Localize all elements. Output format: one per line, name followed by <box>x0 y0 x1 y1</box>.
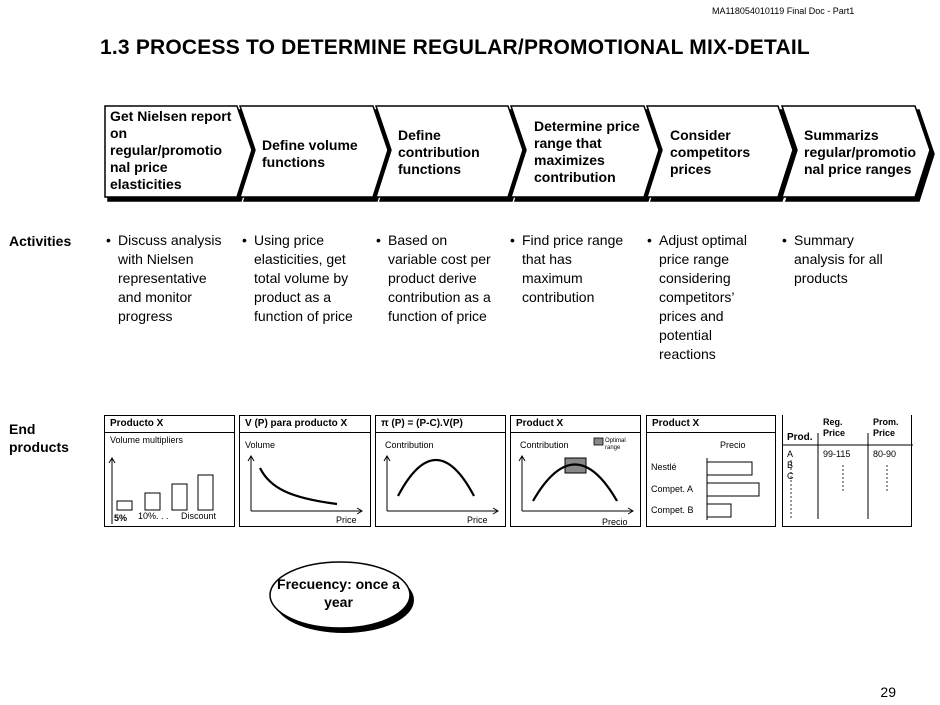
label-5-percent: 5% <box>114 513 128 523</box>
x-axis-label: Price <box>467 515 488 525</box>
competitor-bar-sketch <box>706 458 760 520</box>
chevron-step-6 <box>780 105 931 198</box>
bullet-icon: • <box>242 232 247 248</box>
row-label-compet-a: Compet. A <box>651 484 694 494</box>
volume-curve-sketch <box>247 455 363 515</box>
page-number: 29 <box>880 684 896 700</box>
volume-curve <box>259 467 338 506</box>
page-title: 1.3 PROCESS TO DETERMINE REGULAR/PROMOTI… <box>100 36 810 59</box>
bar-compet-b <box>706 503 732 518</box>
step-1-label: Get Nielsen report on regular/promotio n… <box>110 108 232 192</box>
document-id: MA118054010119 Final Doc - Part1 <box>712 6 855 16</box>
label-10-percent: 10%. . . <box>138 511 169 521</box>
bar-compet-a <box>706 482 760 497</box>
panel-title: V (P) para producto X <box>245 418 348 429</box>
chevron-step-5 <box>645 105 794 198</box>
end-product-volume-multipliers: Producto X Volume multipliers 5% 10%. . … <box>104 415 235 527</box>
process-chevrons <box>104 105 935 202</box>
row-label-a: A <box>787 449 794 459</box>
bar-2 <box>144 492 161 511</box>
bar-4 <box>197 474 214 511</box>
label-discount: Discount <box>181 511 217 521</box>
optimal-range-sketch <box>518 437 634 515</box>
row-label-c: C <box>787 471 794 481</box>
legend-swatch <box>593 437 604 446</box>
activity-2: •Using price elasticities, get total vol… <box>242 232 353 324</box>
end-product-price-summary-table: Prod. Reg. Price Prom. Price A B C 99-11… <box>782 415 913 527</box>
panel-title: Producto X <box>110 418 164 429</box>
activity-6: •Summary analysis for all products <box>782 232 883 286</box>
bar-sketch <box>108 457 214 524</box>
bullet-icon: • <box>647 232 652 248</box>
panel-title: π (P) = (P-C).V(P) <box>381 418 463 429</box>
column-header-reg-price: Reg. Price <box>823 417 846 438</box>
chevron-step-4 <box>509 105 660 198</box>
activity-3: •Based on variable cost per product deri… <box>376 232 491 324</box>
summary-table-lines <box>783 433 913 519</box>
activity-4: •Find price range that has maximum contr… <box>510 232 624 305</box>
axis-label: Precio <box>720 440 746 450</box>
y-axis-label: Volume <box>245 440 276 450</box>
end-product-competitor-prices: Product X Precio Nestlé Compet. A Compet… <box>646 415 776 527</box>
chevron-step-2 <box>238 105 389 198</box>
step-6-label: Summarizs regular/promotio nal price ran… <box>804 127 917 177</box>
step-5-label: Consider competitors prices <box>670 127 751 177</box>
frequency-oval <box>269 561 414 633</box>
bullet-icon: • <box>510 232 515 248</box>
panel-subtitle: Volume multipliers <box>110 435 184 445</box>
column-header-prom-price: Prom. Price <box>873 417 899 438</box>
step-4-label: Determine price range that maximizes con… <box>534 118 640 185</box>
row-label-b: B <box>787 460 794 470</box>
chevron-step-1 <box>104 105 253 198</box>
bar-nestle <box>706 461 753 476</box>
y-axis-label: Contribution <box>385 440 434 450</box>
panel-title: Product X <box>516 418 564 429</box>
column-header-prod: Prod. <box>787 432 813 443</box>
legend-label: Optimal range <box>605 438 626 451</box>
prom-price-value: 80-90 <box>873 449 897 459</box>
step-2-label: Define volume functions <box>262 137 358 170</box>
bullet-icon: • <box>106 232 111 248</box>
activity-5: •Adjust optimal price range considering … <box>647 232 747 362</box>
end-product-contribution-function: π (P) = (P-C).V(P) Contribution Price <box>375 415 506 527</box>
activity-1: •Discuss analysis with Nielsen represent… <box>106 232 222 324</box>
frequency-label: Frecuency: once a year <box>277 576 400 610</box>
row-label-nestle: Nestlé <box>651 462 677 472</box>
chevron-step-3 <box>374 105 524 198</box>
activities-row-label: Activities <box>9 233 72 249</box>
contribution-curve <box>397 458 475 497</box>
row-label-compet-b: Compet. B <box>651 505 694 515</box>
end-products-row-label: End products <box>9 421 69 455</box>
end-product-optimal-range: Product X Contribution Optimal range Pre… <box>510 415 641 527</box>
x-axis-label: Price <box>336 515 357 525</box>
bullet-icon: • <box>782 232 787 248</box>
contribution-curve-sketch <box>383 455 499 515</box>
y-axis-label: Contribution <box>520 440 569 450</box>
bullet-icon: • <box>376 232 381 248</box>
x-axis-label: Precio <box>602 517 628 527</box>
bar-3 <box>171 483 188 511</box>
end-product-volume-function: V (P) para producto X Volume Price <box>239 415 371 527</box>
step-3-label: Define contribution functions <box>398 127 480 177</box>
reg-price-value: 99-115 <box>823 449 851 459</box>
panel-title: Product X <box>652 418 700 429</box>
bar-1 <box>116 500 133 511</box>
contribution-curve <box>532 463 618 502</box>
